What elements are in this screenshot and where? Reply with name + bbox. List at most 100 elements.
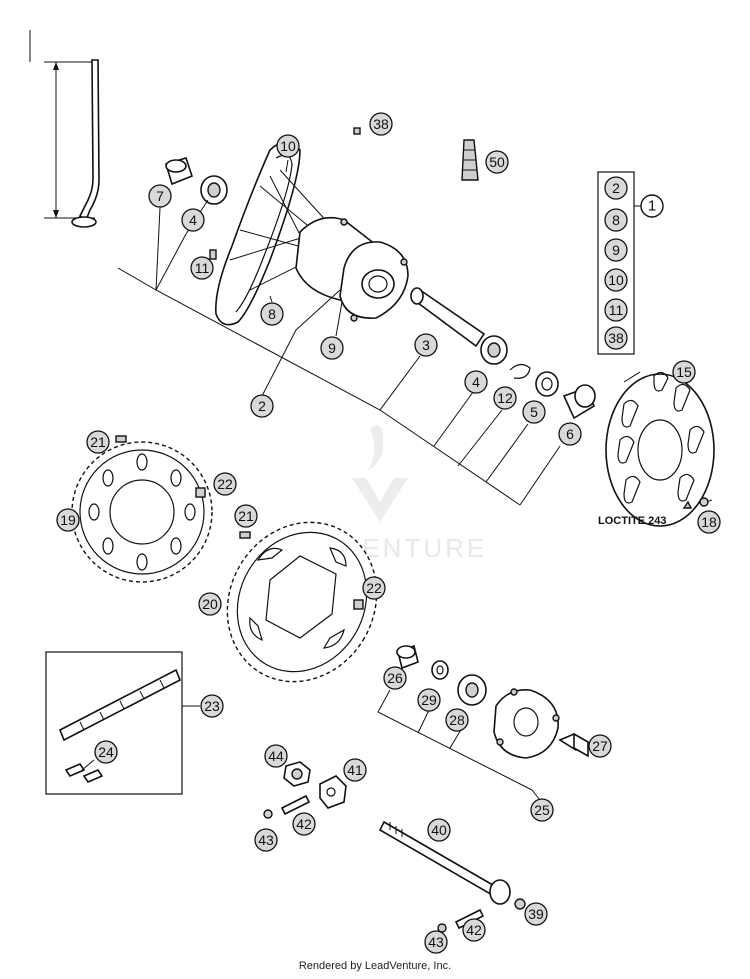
svg-text:4: 4 xyxy=(472,374,480,390)
bearing-4-right xyxy=(480,335,508,365)
wheel-hub xyxy=(295,216,409,322)
svg-text:3: 3 xyxy=(422,337,430,353)
seal-29 xyxy=(431,660,449,680)
sprocket-carrier-25 xyxy=(493,688,560,759)
callout-8: 8 xyxy=(260,302,284,326)
master-link-24 xyxy=(64,759,104,783)
sprocket-bolt-21a xyxy=(115,435,127,443)
callout-42-lower: 42 xyxy=(462,918,486,942)
callout-19: 19 xyxy=(56,508,80,532)
callout-22-top: 22 xyxy=(213,472,237,496)
callout-39: 39 xyxy=(524,902,548,926)
svg-text:6: 6 xyxy=(566,426,574,442)
svg-text:9: 9 xyxy=(328,340,336,356)
kit-item-2: 2 xyxy=(604,176,628,200)
svg-text:21: 21 xyxy=(238,508,254,524)
valve-cap-50 xyxy=(461,139,479,181)
svg-text:4: 4 xyxy=(189,212,197,228)
brake-disc-15 xyxy=(605,371,715,527)
nut-44 xyxy=(283,761,311,787)
bolt-11 xyxy=(209,249,217,260)
callout-27: 27 xyxy=(588,734,612,758)
svg-text:2: 2 xyxy=(612,180,620,196)
kit-item-11: 11 xyxy=(604,298,628,322)
svg-text:39: 39 xyxy=(528,906,544,922)
svg-text:24: 24 xyxy=(98,744,114,760)
nipple-38 xyxy=(353,127,361,135)
callout-23: 23 xyxy=(200,694,224,718)
axle-nut-39 xyxy=(514,898,526,910)
circlip-12 xyxy=(509,363,531,379)
svg-text:8: 8 xyxy=(612,212,620,228)
svg-text:11: 11 xyxy=(609,302,624,318)
bearing-28 xyxy=(457,674,487,706)
sprocket-nut-22a xyxy=(195,487,206,498)
svg-text:26: 26 xyxy=(387,670,403,686)
callout-50: 50 xyxy=(485,150,509,174)
damper-27 xyxy=(558,732,590,758)
callout-41: 41 xyxy=(343,758,367,782)
seal-5 xyxy=(535,371,559,397)
callout-2: 2 xyxy=(250,394,274,418)
kit-box xyxy=(597,171,644,355)
bearing-4-left xyxy=(200,175,228,205)
callout-15: 15 xyxy=(672,360,696,384)
svg-text:10: 10 xyxy=(608,272,624,288)
svg-text:44: 44 xyxy=(268,748,284,764)
svg-text:27: 27 xyxy=(592,738,608,754)
svg-text:2: 2 xyxy=(258,398,266,414)
callout-7: 7 xyxy=(148,184,172,208)
svg-text:18: 18 xyxy=(701,514,717,530)
callout-43-upper: 43 xyxy=(254,828,278,852)
svg-text:38: 38 xyxy=(608,330,624,346)
svg-text:42: 42 xyxy=(466,922,482,938)
callout-43-lower: 43 xyxy=(424,930,448,954)
adjuster-bolt-42a xyxy=(263,794,311,819)
spacer-bushing-7 xyxy=(165,157,193,186)
svg-text:5: 5 xyxy=(530,404,538,420)
kit-item-10: 10 xyxy=(604,268,628,292)
callout-21-mid: 21 xyxy=(234,504,258,528)
callout-44: 44 xyxy=(264,744,288,768)
svg-text:43: 43 xyxy=(428,934,444,950)
callout-4-right: 4 xyxy=(464,370,488,394)
svg-text:25: 25 xyxy=(534,802,550,818)
watermark-logo: VENTURE xyxy=(342,425,484,563)
svg-text:41: 41 xyxy=(347,762,363,778)
svg-text:12: 12 xyxy=(497,390,513,406)
callout-20: 20 xyxy=(198,592,222,616)
kit-item-8: 8 xyxy=(604,208,628,232)
spoke-part xyxy=(29,30,100,228)
svg-text:23: 23 xyxy=(204,698,220,714)
spacer-6 xyxy=(562,384,596,420)
sprocket-bolt-21b xyxy=(239,531,251,539)
leader-lines-upper xyxy=(117,159,641,506)
svg-text:29: 29 xyxy=(421,692,437,708)
svg-text:38: 38 xyxy=(373,116,389,132)
callout-25: 25 xyxy=(530,798,554,822)
callout-28: 28 xyxy=(445,708,469,732)
svg-text:1: 1 xyxy=(648,198,656,215)
callout-24: 24 xyxy=(94,740,118,764)
callout-42-upper: 42 xyxy=(292,812,316,836)
svg-text:10: 10 xyxy=(280,138,296,154)
disc-bolt-18 xyxy=(682,497,713,509)
adjuster-bolt-42b xyxy=(437,908,485,933)
callout-11: 11 xyxy=(190,256,214,280)
kit-item-9: 9 xyxy=(604,238,628,262)
sprocket-20 xyxy=(226,521,378,683)
svg-text:7: 7 xyxy=(156,188,164,204)
callout-40: 40 xyxy=(427,818,451,842)
leader-lines-lower xyxy=(377,689,593,801)
svg-text:28: 28 xyxy=(449,712,465,728)
svg-text:43: 43 xyxy=(258,832,274,848)
sprocket-nut-22b xyxy=(353,599,364,610)
callout-12: 12 xyxy=(493,386,517,410)
callout-9: 9 xyxy=(320,336,344,360)
sprocket-19 xyxy=(71,441,213,583)
loctite-note: LOCTITE 243 xyxy=(598,515,666,527)
callout-26: 26 xyxy=(383,666,407,690)
spacer-tube-3 xyxy=(410,287,486,348)
callout-5: 5 xyxy=(522,400,546,424)
